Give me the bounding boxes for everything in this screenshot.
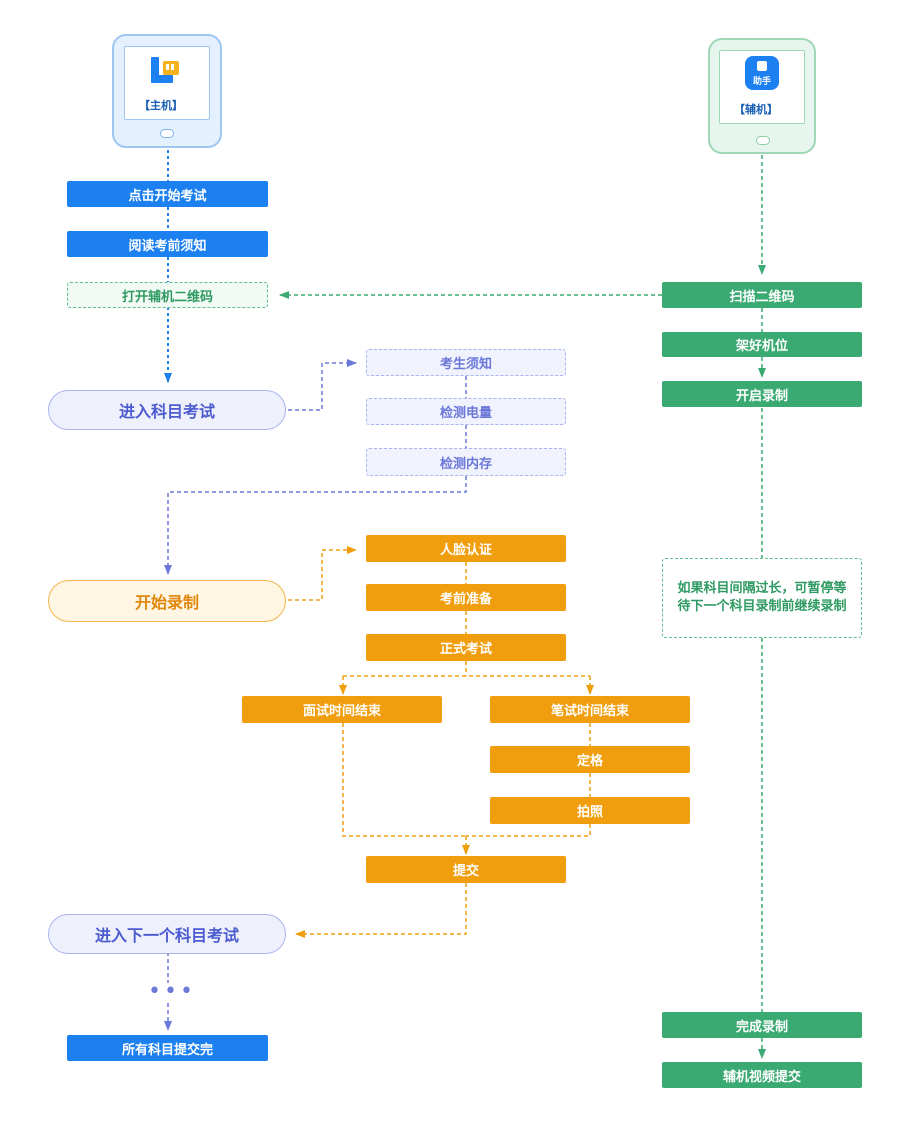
host-step-start-exam: 点击开始考试 xyxy=(67,181,268,207)
aux-phone-screen: 助手 【辅机】 xyxy=(719,50,805,124)
continuation-dots: ••• xyxy=(148,979,196,1004)
helper-app-icon: 助手 xyxy=(745,56,779,90)
aux-label: 【辅机】 xyxy=(734,103,778,116)
host-label: 【主机】 xyxy=(139,99,183,112)
step-submit: 提交 xyxy=(366,856,566,883)
check-battery: 检测电量 xyxy=(366,398,566,425)
start-recording-pill: 开始录制 xyxy=(48,580,286,622)
host-phone-screen: 【主机】 xyxy=(124,46,210,120)
aux-step-start-recording: 开启录制 xyxy=(662,381,862,407)
helper-icon-text: 助手 xyxy=(752,77,771,87)
enter-subject-pill: 进入科目考试 xyxy=(48,390,286,430)
check-candidate-notice: 考生须知 xyxy=(366,349,566,376)
host-app-icon xyxy=(151,57,179,83)
aux-step-scan-qr: 扫描二维码 xyxy=(662,282,862,308)
aux-pause-note: 如果科目间隔过长，可暂停等待下一个科目录制前继续录制 xyxy=(662,558,862,638)
aux-phone: 助手 【辅机】 xyxy=(708,38,816,154)
aux-step-finish-recording: 完成录制 xyxy=(662,1012,862,1038)
check-storage: 检测内存 xyxy=(366,448,566,476)
host-step-read-notice: 阅读考前须知 xyxy=(67,231,268,257)
step-formal-exam: 正式考试 xyxy=(366,634,566,661)
all-subjects-submitted: 所有科目提交完 xyxy=(67,1035,268,1061)
host-phone: 【主机】 xyxy=(112,34,222,148)
step-written-end: 笔试时间结束 xyxy=(490,696,690,723)
step-freeze: 定格 xyxy=(490,746,690,773)
aux-step-mount-device: 架好机位 xyxy=(662,332,862,357)
host-step-open-qr: 打开辅机二维码 xyxy=(67,282,268,308)
aux-flow-line xyxy=(279,155,766,1059)
recording-flow-line xyxy=(288,546,594,938)
helper-app-icon-glyph xyxy=(757,61,767,71)
aux-step-submit-video: 辅机视频提交 xyxy=(662,1062,862,1088)
aux-home-button xyxy=(756,136,770,145)
step-face-verify: 人脸认证 xyxy=(366,535,566,562)
step-interview-end: 面试时间结束 xyxy=(242,696,442,723)
host-home-button xyxy=(160,129,174,138)
check-flow-line xyxy=(164,359,467,1031)
next-subject-pill: 进入下一个科目考试 xyxy=(48,914,286,954)
step-photo: 拍照 xyxy=(490,797,690,824)
step-pre-exam: 考前准备 xyxy=(366,584,566,611)
